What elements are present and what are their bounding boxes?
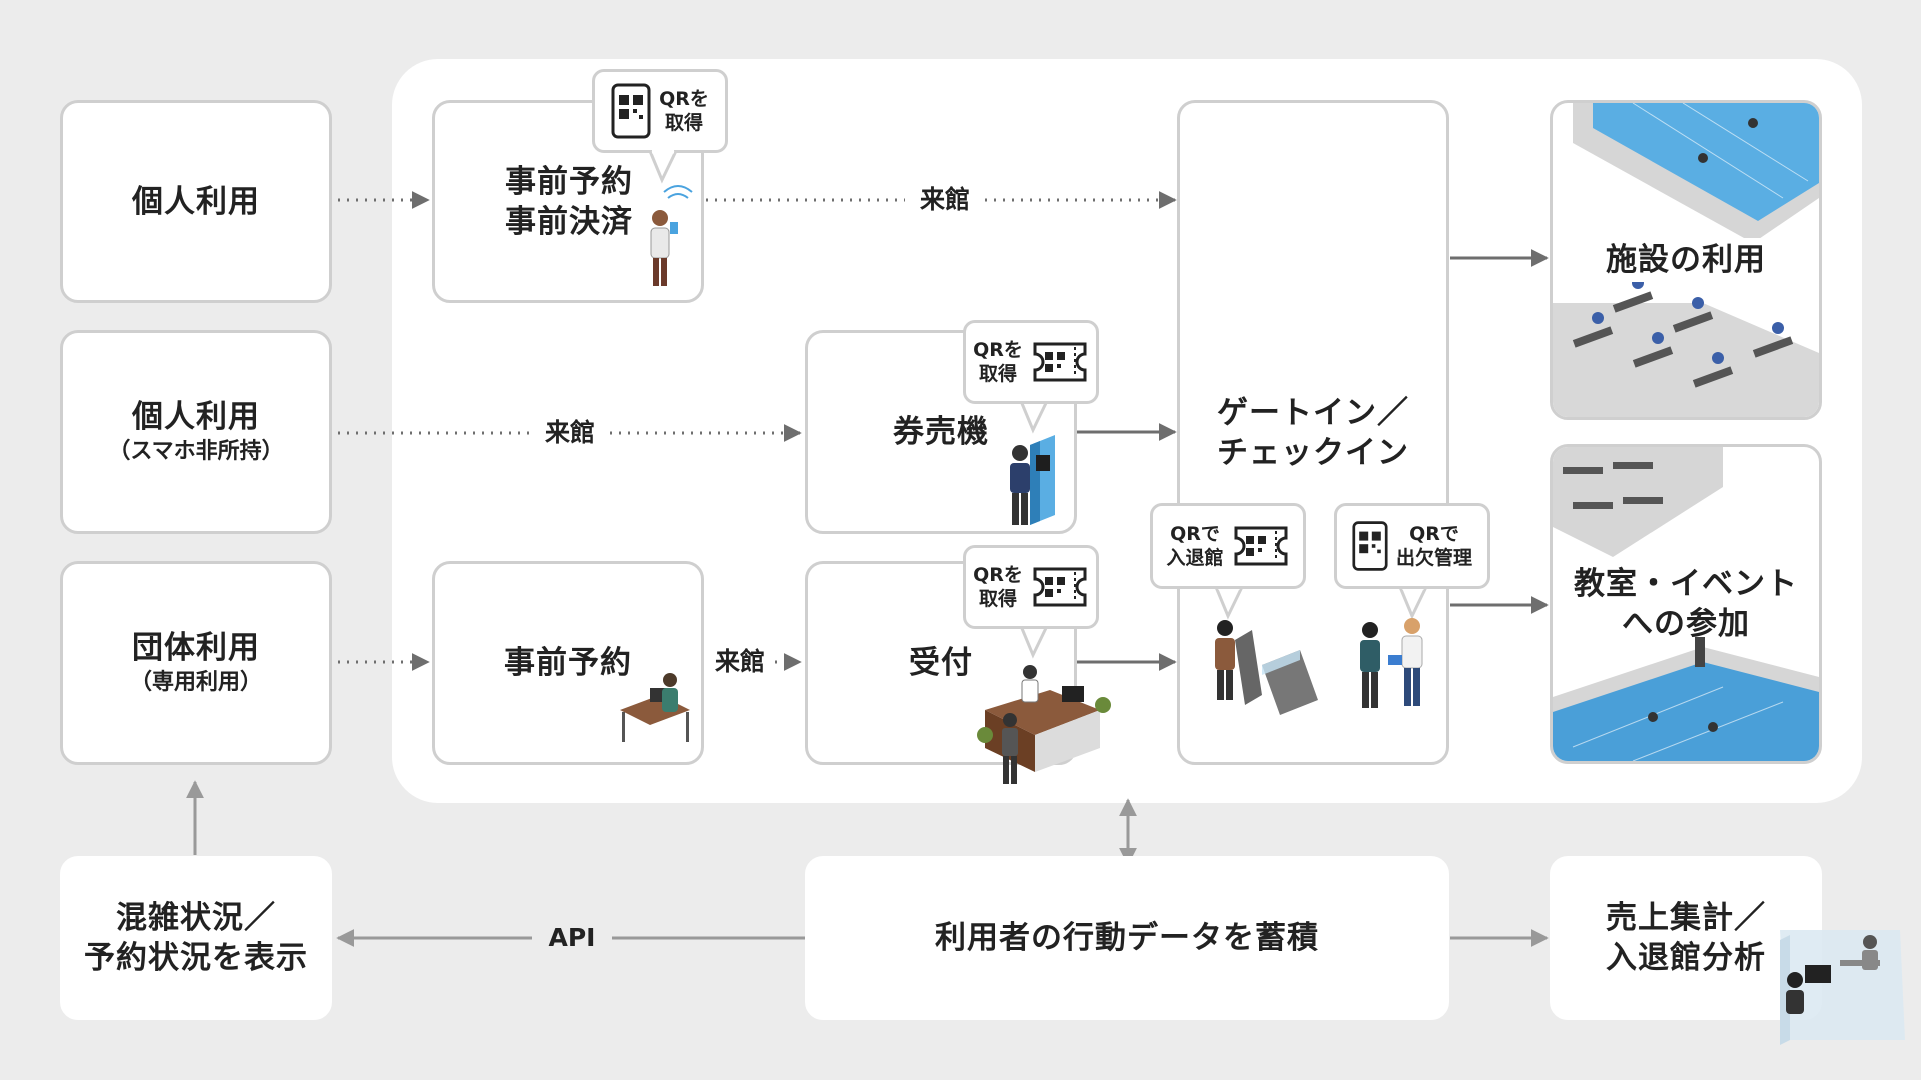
edge-label-visit-2: 来館 xyxy=(536,418,604,448)
bubble-qr-get-3-line1: QRを xyxy=(973,564,1023,586)
bubble-qr-get-3-line2: 取得 xyxy=(978,588,1017,610)
user-individual-title: 個人利用 xyxy=(132,183,260,220)
qr-ticket-icon xyxy=(1033,567,1087,607)
edge-label-visit-3: 来館 xyxy=(706,647,774,677)
user-no-phone-sub: （スマホ非所持） xyxy=(108,439,284,464)
bubble-qr-entry-line2: 入退館 xyxy=(1166,547,1224,569)
qr-ticket-icon xyxy=(1234,526,1287,566)
user-group-title: 団体利用 xyxy=(132,630,260,666)
step-prebook-title: 事前予約 xyxy=(504,645,632,681)
edge-label-visit-1: 来館 xyxy=(911,185,979,215)
bottom-sales-line1: 売上集計／ xyxy=(1606,900,1766,936)
outcome-facility-title: 施設の利用 xyxy=(1596,238,1776,282)
bubble-qr-attendance-line2: 出欠管理 xyxy=(1395,547,1472,569)
user-group-sub: （専用利用） xyxy=(129,670,262,695)
bubble-qr-get-2-line2: 取得 xyxy=(978,363,1017,385)
qr-phone-icon xyxy=(1352,521,1388,571)
bottom-congestion-line2: 予約状況を表示 xyxy=(84,940,308,976)
user-individual: 個人利用 xyxy=(60,100,332,303)
bubble-qr-get-1-line2: 取得 xyxy=(664,112,703,134)
bottom-sales-line2: 入退館分析 xyxy=(1606,940,1766,976)
bottom-sales: 売上集計／ 入退館分析 xyxy=(1550,856,1822,1020)
step-prebook-pay-line1: 事前予約 xyxy=(505,163,633,200)
bubble-qr-get-1: QRを取得 xyxy=(592,69,728,153)
bottom-congestion-line1: 混雑状況／ xyxy=(116,900,276,936)
qr-ticket-icon xyxy=(1033,342,1087,382)
step-prebook: 事前予約 xyxy=(432,561,704,765)
outcome-facility: 施設の利用 xyxy=(1550,100,1822,420)
bubble-qr-get-1-line1: QRを xyxy=(659,88,709,110)
bubble-qr-attendance-line1: QRで xyxy=(1409,523,1459,545)
bottom-congestion: 混雑状況／ 予約状況を表示 xyxy=(60,856,332,1020)
bubble-qr-entry-line1: QRで xyxy=(1170,523,1220,545)
bubble-qr-entry: QRで入退館 xyxy=(1150,503,1306,589)
bottom-data-store: 利用者の行動データを蓄積 xyxy=(805,856,1449,1020)
outcome-class-event: 教室・イベント への参加 xyxy=(1550,444,1822,764)
step-prebook-pay-line2: 事前決済 xyxy=(505,203,633,240)
outcome-class-line2: への参加 xyxy=(1622,606,1750,642)
outcome-class-line1: 教室・イベント xyxy=(1574,566,1798,602)
edge-label-api: API xyxy=(540,923,604,953)
step-prebook-pay: 事前予約 事前決済 xyxy=(432,100,704,303)
step-reception-title: 受付 xyxy=(909,645,973,681)
step-gate-line1: ゲートイン／ xyxy=(1217,395,1409,431)
bubble-qr-attendance: QRで出欠管理 xyxy=(1334,503,1490,589)
step-gate-line2: チェックイン xyxy=(1217,435,1409,471)
step-kiosk-title: 券売機 xyxy=(893,414,989,450)
user-individual-no-phone: 個人利用 （スマホ非所持） xyxy=(60,330,332,534)
bottom-data-store-title: 利用者の行動データを蓄積 xyxy=(935,920,1319,956)
user-group: 団体利用 （専用利用） xyxy=(60,561,332,765)
step-gate-checkin: ゲートイン／ チェックイン xyxy=(1177,100,1449,765)
bubble-qr-get-2: QRを取得 xyxy=(963,320,1099,404)
user-no-phone-title: 個人利用 xyxy=(132,399,260,435)
bubble-qr-get-2-line1: QRを xyxy=(973,339,1023,361)
qr-phone-icon xyxy=(611,83,651,139)
bubble-qr-get-3: QRを取得 xyxy=(963,545,1099,629)
studio-pool-illustration xyxy=(1553,447,1819,761)
pool-gym-illustration xyxy=(1553,103,1819,417)
